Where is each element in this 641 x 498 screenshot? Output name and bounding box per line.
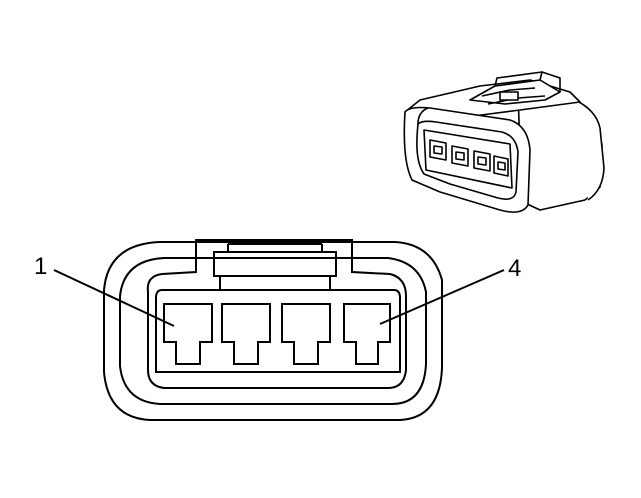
cavity-frame [155, 289, 401, 373]
leader-line-pin-4 [379, 269, 505, 325]
latch-window [213, 251, 337, 277]
terminal-cavities [163, 303, 391, 365]
housing-outer [103, 241, 443, 421]
pin-label-4: 4 [508, 255, 521, 282]
connector-front-view [53, 239, 505, 421]
housing-seal [119, 257, 427, 405]
housing-pocket [146, 239, 407, 389]
terminal-2 [221, 303, 271, 365]
connector-back-end [574, 99, 605, 201]
terminal-3 [281, 303, 331, 365]
terminal-1 [163, 303, 213, 365]
connector-isometric-view [403, 71, 605, 213]
pin-label-1: 1 [34, 253, 47, 280]
leader-line-pin-1 [53, 269, 175, 327]
terminal-4 [343, 303, 391, 365]
isometric-pins [429, 139, 509, 177]
